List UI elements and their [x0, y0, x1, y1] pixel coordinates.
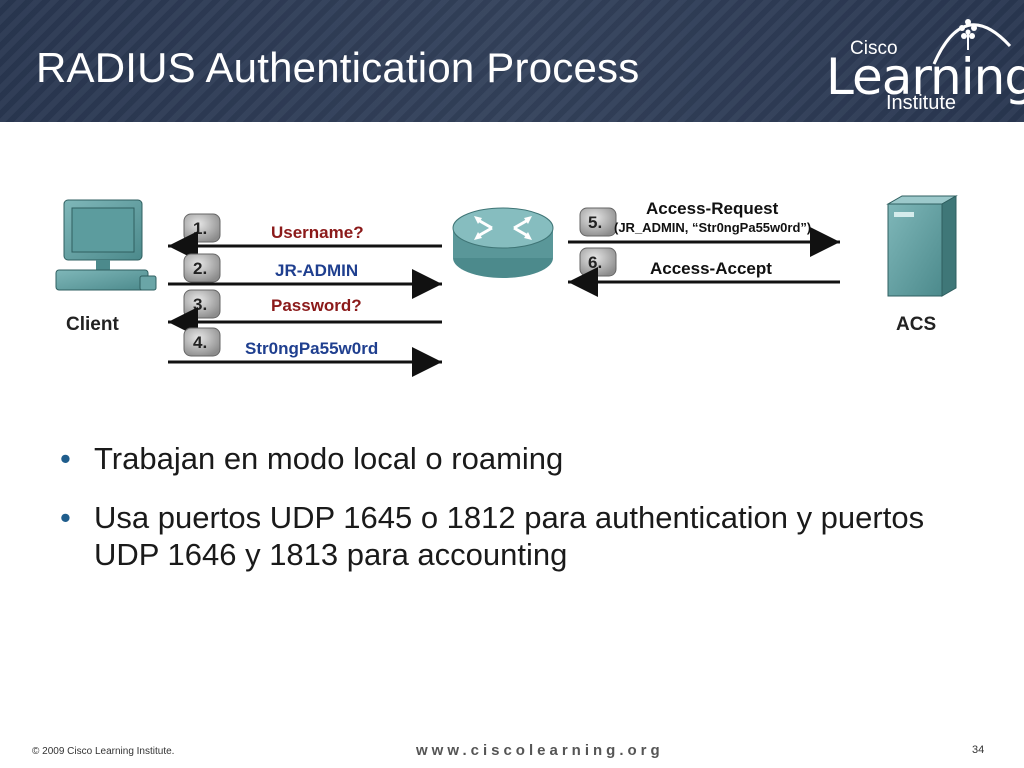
step-number: 5. — [588, 213, 602, 232]
step-sublabel: (JR_ADMIN, “Str0ngPa55w0rd”) — [614, 220, 811, 235]
step-5: 5. Access-Request (JR_ADMIN, “Str0ngPa55… — [568, 199, 840, 257]
step-label: Password? — [271, 296, 362, 315]
footer-copyright: © 2009 Cisco Learning Institute. — [32, 746, 175, 757]
router-icon — [452, 207, 554, 278]
step-label: JR-ADMIN — [275, 261, 358, 280]
acs-label: ACS — [896, 314, 936, 335]
step-label: Access-Accept — [650, 259, 772, 278]
logo-brand-small: Cisco — [850, 38, 898, 59]
step-6: 6. Access-Accept — [568, 247, 840, 297]
slide-header: RADIUS Authentication Process Cisco Lear… — [0, 0, 1024, 122]
client-computer-icon — [55, 199, 157, 291]
footer-url: www.ciscolearning.org — [416, 742, 664, 759]
logo-brand-big: Learning — [826, 48, 1024, 106]
bullet-text: Trabajan en modo local o roaming — [94, 441, 564, 476]
bullet-dot-icon: • — [60, 441, 71, 476]
step-number: 4. — [193, 333, 207, 352]
logo-brand-sub: Institute — [886, 92, 957, 114]
bullet-item: • Usa puertos UDP 1645 o 1812 para authen… — [60, 499, 960, 573]
page-number: 34 — [972, 744, 985, 756]
tree-icon — [932, 19, 1012, 65]
acs-server-icon — [886, 195, 958, 297]
step-4: 4. Str0ngPa55w0rd — [168, 327, 442, 377]
step-1: 1. Username? — [168, 213, 442, 261]
step-number: 6. — [588, 253, 602, 272]
bullet-dot-icon: • — [60, 500, 71, 535]
step-number: 1. — [193, 219, 207, 238]
step-label: Username? — [271, 223, 364, 242]
bullet-item: • Trabajan en modo local o roaming — [60, 440, 960, 477]
step-label: Access-Request — [646, 199, 779, 218]
radius-flow-svg: Client ACS — [55, 195, 958, 377]
step-3: 3. Password? — [168, 289, 442, 337]
cisco-learning-institute-logo: Cisco Learning Institute — [820, 6, 1024, 116]
step-2: 2. JR-ADMIN — [168, 253, 442, 299]
radius-diagram: Client ACS — [0, 130, 1024, 390]
bullet-list: • Trabajan en modo local o roaming • Usa p… — [60, 440, 960, 595]
step-number: 3. — [193, 295, 207, 314]
slide-title: RADIUS Authentication Process — [36, 44, 640, 91]
step-label: Str0ngPa55w0rd — [245, 339, 378, 358]
step-number: 2. — [193, 259, 207, 278]
client-label: Client — [66, 314, 119, 335]
bullet-text: Usa puertos UDP 1645 o 1812 para authent… — [94, 500, 925, 572]
